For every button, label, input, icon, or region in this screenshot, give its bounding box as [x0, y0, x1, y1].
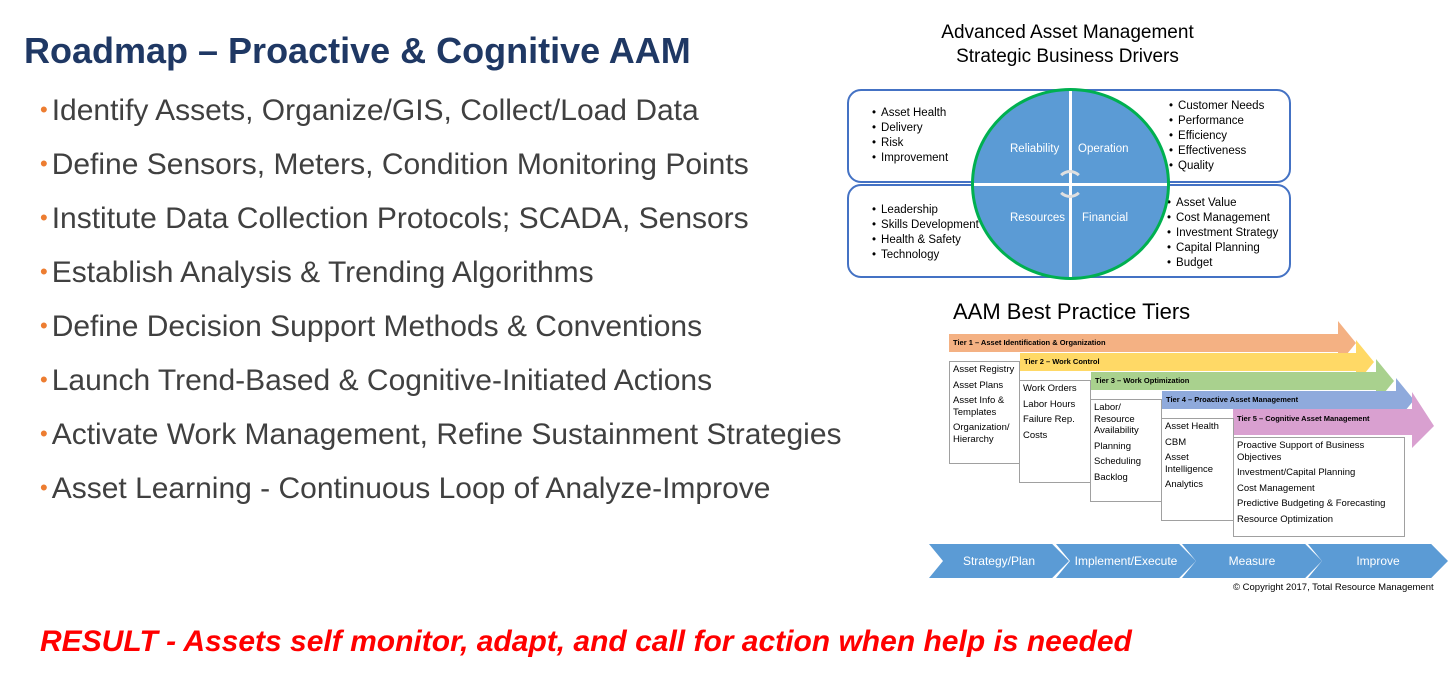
reliability-label: Reliability	[1010, 143, 1060, 155]
list-item: Capital Planning	[1167, 241, 1278, 256]
tier-item: Labor/ Resource Availability	[1094, 402, 1139, 436]
bullet-item: •Asset Learning - Continuous Loop of Ana…	[40, 466, 842, 520]
tier-item: Backlog	[1094, 471, 1128, 483]
tier-2-label: Tier 2 – Work Control	[1024, 357, 1100, 366]
list-item: Budget	[1167, 256, 1278, 271]
list-item: Risk	[872, 136, 948, 151]
list-item: Health & Safety	[872, 233, 979, 248]
list-item: Customer Needs	[1169, 99, 1264, 114]
tier-item: Planning	[1094, 440, 1131, 452]
tier-item: Analytics	[1165, 479, 1204, 490]
bullet-item: •Establish Analysis & Trending Algorithm…	[40, 250, 842, 304]
bullet-text: Institute Data Collection Protocols; SCA…	[51, 202, 749, 235]
list-item: Cost Management	[1167, 211, 1278, 226]
tier-3-box: Labor/ Resource Availability Planning Sc…	[1090, 399, 1162, 502]
bullet-dot-icon: •	[40, 259, 48, 284]
bullet-text: Define Sensors, Meters, Condition Monito…	[51, 148, 749, 181]
bullet-item: •Institute Data Collection Protocols; SC…	[40, 196, 842, 250]
tier-item: Failure Rep.	[1023, 414, 1075, 425]
bullet-dot-icon: •	[40, 97, 48, 122]
bullet-item: •Define Sensors, Meters, Condition Monit…	[40, 142, 842, 196]
tier-item: Investment/Capital Planning	[1237, 467, 1356, 478]
list-item: Technology	[872, 248, 979, 263]
tier-item: Work Orders	[1023, 383, 1077, 394]
list-item: Effectiveness	[1169, 144, 1264, 159]
bullet-text: Launch Trend-Based & Cognitive-Initiated…	[51, 364, 713, 397]
tier-item: CBM	[1165, 436, 1187, 448]
bullet-text: Identify Assets, Organize/GIS, Collect/L…	[51, 94, 699, 127]
tier-4-box: Asset Health CBM Asset Intelligence Anal…	[1161, 418, 1234, 521]
list-item: Quality	[1169, 159, 1264, 174]
bullet-text: Asset Learning - Continuous Loop of Anal…	[51, 472, 771, 505]
tier-item: Asset Intelligence	[1165, 452, 1214, 475]
tier-item: Asset Plans	[953, 379, 1004, 391]
result-statement: RESULT - Assets self monitor, adapt, and…	[40, 625, 1132, 658]
bullet-dot-icon: •	[40, 205, 48, 230]
tier-1-box: Asset Registry Asset Plans Asset Info & …	[949, 361, 1020, 464]
drivers-title-line1: Advanced Asset Management	[941, 22, 1194, 43]
process-step: Implement/Execute	[1056, 544, 1196, 578]
drivers-title-line2: Strategic Business Drivers	[956, 46, 1179, 67]
process-step: Improve	[1308, 544, 1448, 578]
financial-list: Asset Value Cost Management Investment S…	[1167, 196, 1278, 271]
financial-label: Financial	[1082, 212, 1129, 224]
list-item: Improvement	[872, 151, 948, 166]
process-step: Strategy/Plan	[929, 544, 1069, 578]
tiers-title: AAM Best Practice Tiers	[953, 299, 1191, 324]
page-title: Roadmap – Proactive & Cognitive AAM	[24, 30, 691, 71]
bullet-item: •Define Decision Support Methods & Conve…	[40, 304, 842, 358]
tier-1-label: Tier 1 – Asset Identification & Organiza…	[953, 338, 1106, 347]
cycle-arrows-icon	[1056, 170, 1084, 198]
tier-item: Asset Registry	[953, 364, 1015, 375]
bullet-dot-icon: •	[40, 313, 48, 338]
bullet-text: Establish Analysis & Trending Algorithms	[51, 256, 594, 289]
tier-item: Organization/ Hierarchy	[953, 422, 1010, 445]
list-item: Asset Value	[1167, 196, 1278, 211]
roadmap-bullet-list: •Identify Assets, Organize/GIS, Collect/…	[40, 88, 842, 520]
resources-label: Resources	[1010, 212, 1065, 224]
list-item: Investment Strategy	[1167, 226, 1278, 241]
list-item: Leadership	[872, 203, 979, 218]
bullet-dot-icon: •	[40, 475, 48, 500]
bullet-dot-icon: •	[40, 367, 48, 392]
tier-item: Predictive Budgeting & Forecasting	[1237, 498, 1386, 509]
bullet-dot-icon: •	[40, 421, 48, 446]
tier-item: Labor Hours	[1023, 398, 1076, 410]
list-item: Efficiency	[1169, 129, 1264, 144]
tier-item: Resource Optimization	[1237, 513, 1334, 525]
drivers-circle: Reliability Operation Resources Financia…	[971, 88, 1170, 280]
bullet-item: •Activate Work Management, Refine Sustai…	[40, 412, 842, 466]
list-item: Asset Health	[872, 106, 948, 121]
bullet-item: •Launch Trend-Based & Cognitive-Initiate…	[40, 358, 842, 412]
tier-3-label: Tier 3 – Work Optimization	[1095, 376, 1190, 385]
bullet-text: Define Decision Support Methods & Conven…	[51, 310, 703, 343]
operation-label: Operation	[1078, 143, 1129, 155]
tier-item: Scheduling	[1094, 456, 1142, 467]
tier-4-label: Tier 4 – Proactive Asset Management	[1166, 395, 1299, 404]
tier-5-label: Tier 5 – Cognitive Asset Management	[1237, 414, 1370, 423]
list-item: Delivery	[872, 121, 948, 136]
copyright-notice: © Copyright 2017, Total Resource Managem…	[1233, 582, 1434, 593]
process-step: Measure	[1182, 544, 1322, 578]
resources-list: Leadership Skills Development Health & S…	[872, 203, 979, 263]
reliability-list: Asset Health Delivery Risk Improvement	[872, 106, 948, 166]
bullet-item: •Identify Assets, Organize/GIS, Collect/…	[40, 88, 842, 142]
list-item: Skills Development	[872, 218, 979, 233]
tier-item: Costs	[1023, 429, 1048, 441]
operation-list: Customer Needs Performance Efficiency Ef…	[1169, 99, 1264, 174]
tier-item: Asset Info & Templates	[953, 395, 1005, 418]
bullet-dot-icon: •	[40, 151, 48, 176]
bullet-text: Activate Work Management, Refine Sustain…	[51, 418, 842, 451]
tier-5-box: Proactive Support of Business Objectives…	[1233, 437, 1405, 537]
tier-2-box: Work Orders Labor Hours Failure Rep. Cos…	[1019, 380, 1091, 483]
tier-item: Proactive Support of Business Objectives	[1237, 440, 1365, 463]
tier-item: Cost Management	[1237, 482, 1315, 494]
list-item: Performance	[1169, 114, 1264, 129]
tier-item: Asset Health	[1165, 421, 1219, 432]
